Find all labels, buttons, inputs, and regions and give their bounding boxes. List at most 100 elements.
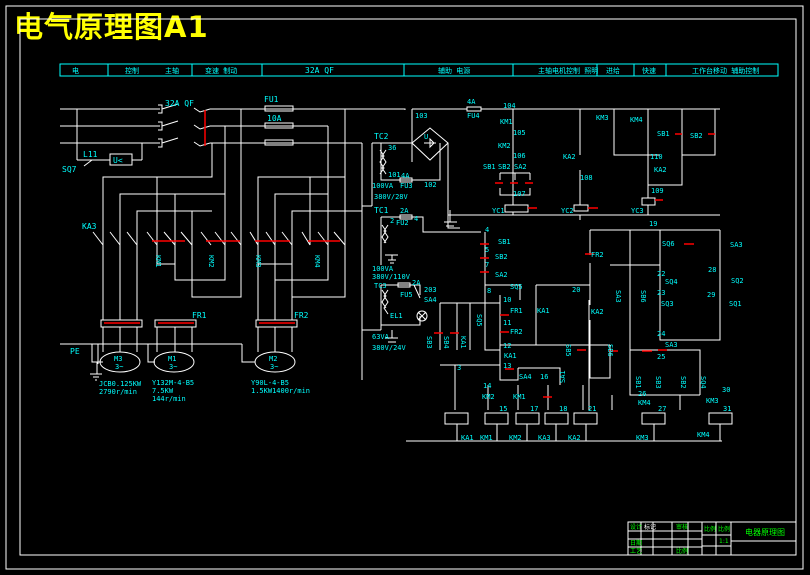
node-label: 22	[657, 270, 665, 278]
node-label: 107	[513, 190, 526, 198]
motor-m1-label: M1	[168, 355, 176, 363]
fr1-ctrl-label: FR1	[510, 307, 523, 315]
fuse-fu3	[399, 177, 413, 183]
el1-label: EL1	[390, 312, 403, 320]
tc3-voltage: 380V/24V	[372, 344, 407, 352]
coil-row	[406, 412, 733, 442]
brake-circuit	[448, 108, 720, 220]
node-label: 12	[503, 342, 511, 350]
header-row: 电 控制 主轴 变速 制动 32A QF 辅助 电源 主轴电机控制 照明 进给 …	[59, 63, 779, 77]
motor-m1	[153, 327, 195, 373]
sa1-label: SA1	[559, 370, 567, 383]
fu2-label: FU2	[396, 219, 409, 227]
ka1c-label: KA1	[537, 307, 550, 315]
motor-m3-label: M3	[114, 355, 122, 363]
contactor-row	[92, 231, 346, 320]
sq1-label: SQ1	[729, 300, 742, 308]
sb6b-label: SB6	[639, 290, 647, 303]
tb-ratio: 比例	[704, 525, 716, 533]
km3-ctrl-label: KM3	[706, 397, 719, 405]
node-label: 27	[658, 405, 666, 413]
power-bus	[60, 108, 405, 167]
distribution-wiring	[102, 109, 363, 320]
km1-contact-label: KM1	[500, 118, 513, 126]
km4-contact-label: KM4	[630, 116, 643, 124]
sq4-label: SQ4	[665, 278, 678, 286]
coil-label: KA2	[568, 434, 581, 442]
sb2c-label: SB2	[679, 376, 687, 389]
fu2-rating: 2A	[400, 207, 409, 215]
ka3-label: KA3	[82, 222, 97, 231]
header-cell: 辅助 电源	[438, 66, 470, 75]
header-cell: 快速	[642, 66, 656, 75]
node-label: 8	[487, 287, 491, 295]
motor-m2-spec: Y90L-4-B5	[251, 379, 289, 387]
tc3-label: TC3	[374, 282, 387, 290]
node-label: 110	[650, 153, 663, 161]
node-label: 15	[499, 405, 507, 413]
sq5b-label: SQ5	[475, 314, 483, 327]
sq5-label: SQ5	[510, 283, 523, 291]
fr2b-label: FR2	[591, 251, 604, 259]
sq2-label: SQ2	[731, 277, 744, 285]
coil-label: KM3	[636, 434, 649, 442]
node-label: 28	[708, 266, 716, 274]
node-label: 108	[580, 174, 593, 182]
header-cell: 控制	[125, 66, 139, 75]
ka1-contact-label: KA1	[504, 352, 517, 360]
sa4-label: SA4	[424, 296, 437, 304]
tc2-label: TC2	[374, 132, 389, 141]
sb1c-label: SB1	[634, 376, 642, 389]
node-label: 13	[503, 362, 511, 370]
node-label: 203	[424, 286, 437, 294]
km2-ctrl-label: KM2	[482, 393, 495, 401]
sq3-label: SQ3	[661, 300, 674, 308]
node-label: 106	[513, 152, 526, 160]
rectifier-label: U	[424, 133, 428, 141]
node-label: 36	[388, 144, 396, 152]
km3-label: KM3	[254, 255, 262, 268]
motor-m3-spec: JCB0.125KW	[99, 380, 142, 388]
tb-drawing-name: 电器原理图	[745, 527, 785, 537]
lamp-el1	[413, 284, 428, 322]
sb3c-label: SB3	[654, 376, 662, 389]
breaker-label: 32A QF	[165, 99, 194, 108]
node-label: 16	[540, 373, 548, 381]
motor-m3	[99, 327, 141, 373]
sb2b-label: SB2	[690, 132, 703, 140]
tc1-va: 100VA	[372, 265, 394, 273]
fuse-fu1	[264, 105, 294, 146]
node-label: 105	[513, 129, 526, 137]
km4-ctrl-label: KM4	[638, 399, 651, 407]
motor-m1-phase: 3~	[169, 363, 177, 371]
motor-m2-label: M2	[269, 355, 277, 363]
node-label: 101	[388, 171, 401, 179]
node-label: 18	[559, 405, 567, 413]
node-label: 5	[485, 246, 489, 254]
fuse-fu2	[399, 214, 413, 220]
coil-label: KM2	[509, 434, 522, 442]
breaker-qf[interactable]	[158, 103, 211, 148]
fu3-label: FU3	[400, 182, 413, 190]
motor-m1-speed: 144r/min	[152, 395, 186, 403]
node-label: 19	[649, 220, 657, 228]
coil-label: KM1	[480, 434, 493, 442]
node-label: 2	[390, 217, 394, 225]
node-label: 25	[657, 353, 665, 361]
sa2-label: SA2	[514, 163, 527, 171]
motor-m2-phase: 3~	[270, 363, 278, 371]
node-label: 103	[415, 112, 428, 120]
node-label: 104	[503, 102, 516, 110]
node-label: 11	[503, 319, 511, 327]
header-cell: 进给	[606, 66, 620, 75]
tb-check: 审核	[676, 523, 688, 531]
tb-scale: 比例	[676, 547, 688, 555]
km2-contact-label: KM2	[498, 142, 511, 150]
km1-ctrl-label: KM1	[513, 393, 526, 401]
tc1-voltage: 380V/110V	[372, 273, 411, 281]
sb2-ctrl-label: SB2	[495, 253, 508, 261]
fu1-rating: 10A	[267, 114, 282, 123]
header-cell: 主轴电机控制 照明	[538, 66, 598, 75]
motor-m2-speed: 1.5KW1400r/min	[251, 387, 310, 395]
sb1-label: SB1	[483, 163, 496, 171]
